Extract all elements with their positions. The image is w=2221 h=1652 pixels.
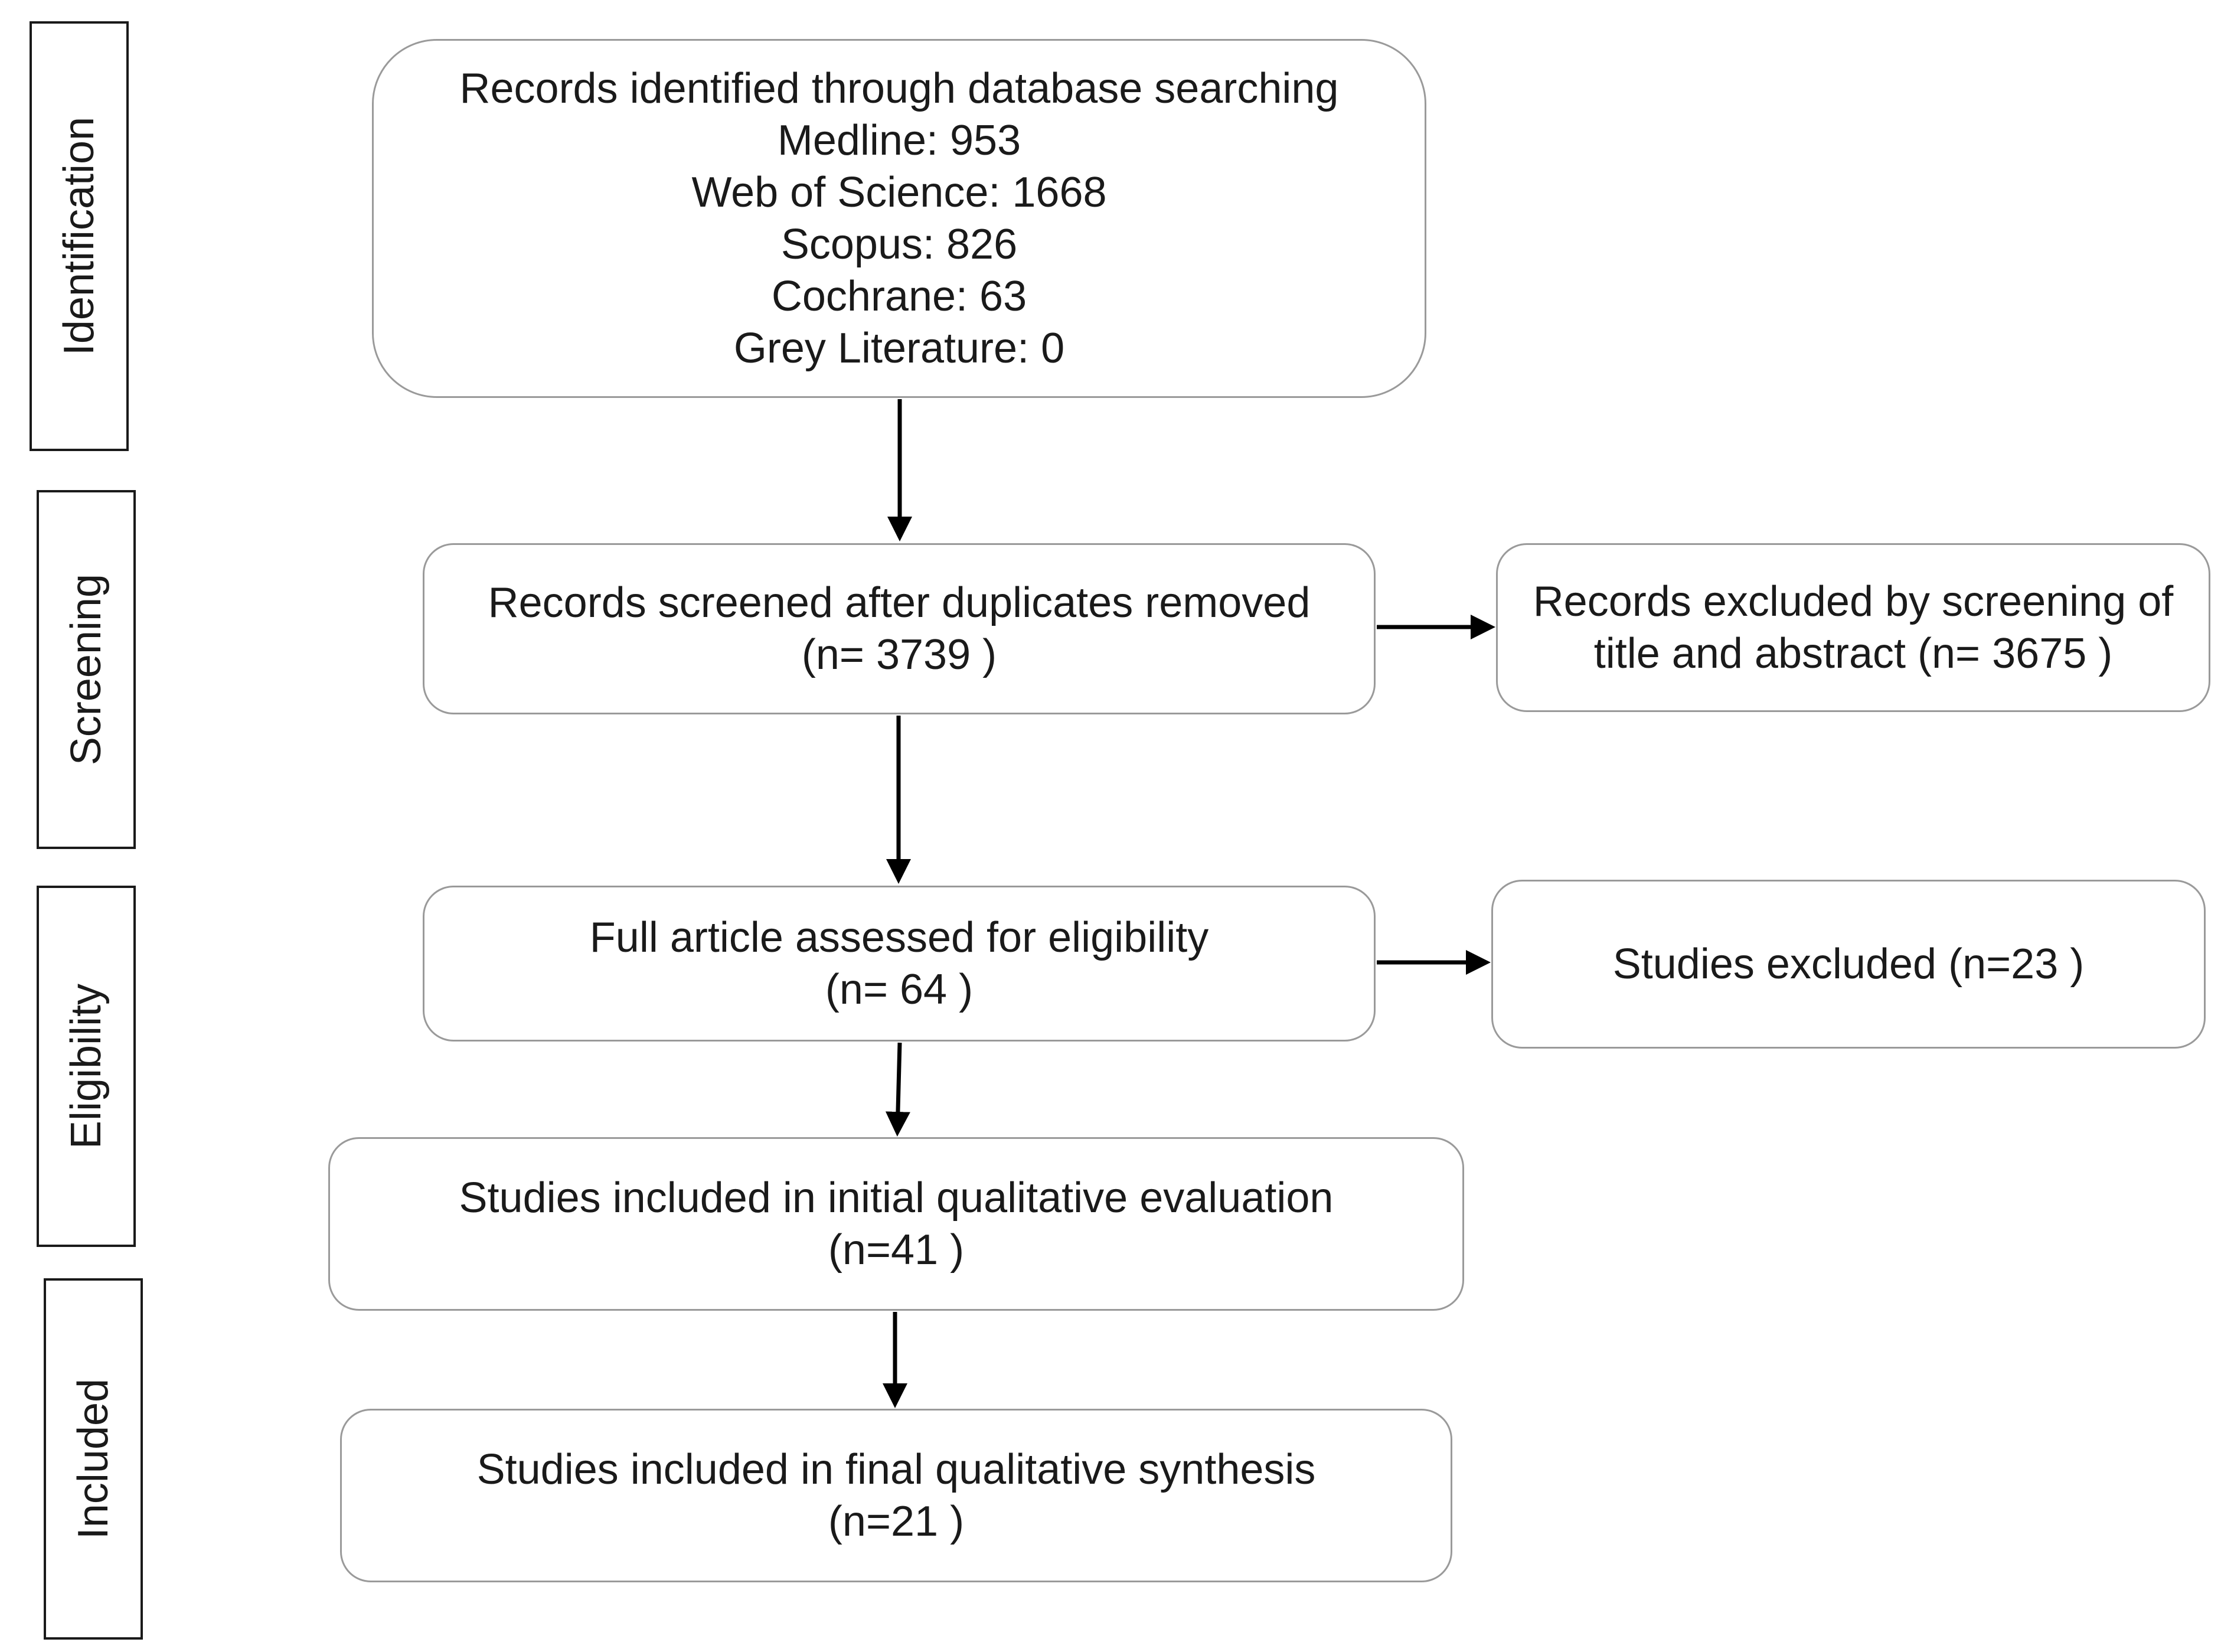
source-grey-literature: Grey Literature: 0 (733, 325, 1065, 372)
initial-evaluation-box: Studies included in initial qualitative … (328, 1137, 1464, 1311)
records-screened-title: Records screened after duplicates remove… (488, 579, 1311, 626)
final-synthesis-count: (n=21 ) (828, 1498, 965, 1545)
source-web-of-science: Web of Science: 1668 (691, 169, 1107, 216)
source-medline: Medline: 953 (777, 117, 1021, 164)
records-screened-count: (n= 3739 ) (801, 631, 997, 678)
final-synthesis-box: Studies included in final qualitative sy… (340, 1409, 1452, 1582)
records-excluded-screening-box: Records excluded by screening of title a… (1496, 543, 2210, 712)
stage-label-identification: Identification (55, 116, 103, 356)
stage-screening: Screening (37, 490, 136, 849)
stage-label-included: Included (70, 1378, 117, 1540)
arrow-eligibility-to-initial (885, 1042, 910, 1137)
eligibility-title: Full article assessed for eligibility (589, 914, 1209, 961)
stage-eligibility: Eligibility (37, 886, 136, 1247)
source-cochrane: Cochrane: 63 (771, 273, 1027, 320)
initial-evaluation-title: Studies included in initial qualitative … (459, 1174, 1334, 1222)
studies-excluded-title: Studies excluded (n=23 ) (1612, 941, 2085, 988)
final-synthesis-title: Studies included in final qualitative sy… (476, 1446, 1316, 1493)
records-screened-box: Records screened after duplicates remove… (423, 543, 1376, 714)
stage-identification: Identification (30, 21, 129, 451)
records-identified-title: Records identified through database sear… (459, 65, 1339, 112)
stage-label-screening: Screening (63, 573, 110, 766)
studies-excluded-box: Studies excluded (n=23 ) (1491, 880, 2206, 1049)
stage-label-eligibility: Eligibility (63, 983, 110, 1150)
initial-evaluation-count: (n=41 ) (828, 1226, 965, 1274)
source-scopus: Scopus: 826 (780, 221, 1018, 268)
records-excluded-line2: title and abstract (n= 3675 ) (1593, 630, 2113, 677)
records-excluded-line1: Records excluded by screening of (1533, 578, 2174, 625)
eligibility-count: (n= 64 ) (825, 966, 974, 1013)
stage-included: Included (44, 1278, 143, 1640)
full-article-eligibility-box: Full article assessed for eligibility (n… (423, 886, 1376, 1042)
records-identified-box: Records identified through database sear… (372, 39, 1426, 398)
